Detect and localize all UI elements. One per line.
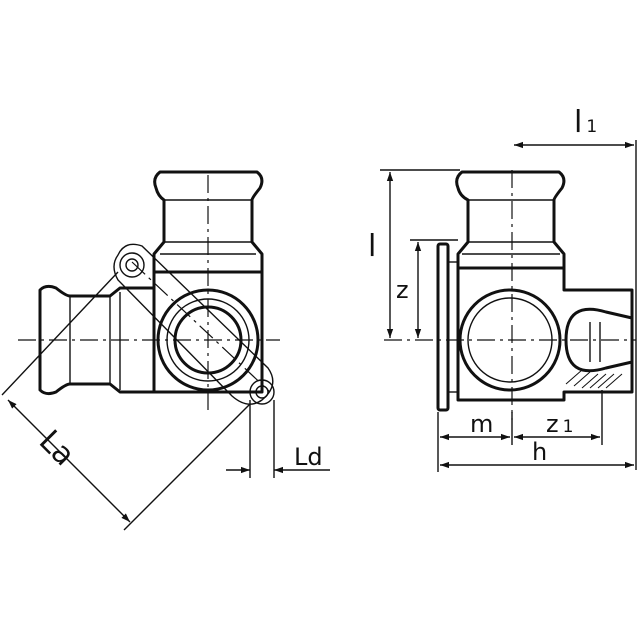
side-threaded-insert [564,307,634,389]
dimension-h: h [440,438,634,469]
label-z: z [396,276,409,304]
side-top-socket [455,170,566,270]
side-wall-plate [436,242,458,412]
dimension-l: l [368,169,460,338]
front-fitting-body [152,270,264,394]
label-ld: Ld [294,443,323,471]
mounting-hole-upper [119,252,145,278]
label-l: l [368,229,376,264]
label-m: m [470,410,493,438]
mounting-hole-lower [249,379,275,405]
dimension-ld: Ld [226,400,330,478]
front-view: La Ld [1,170,330,531]
label-h: h [532,438,547,466]
dimension-z: z [396,239,458,338]
front-threaded-outlet [156,288,260,392]
front-mounting-plate [113,243,275,405]
side-fitting-body [456,266,634,402]
side-outlet [458,288,562,392]
